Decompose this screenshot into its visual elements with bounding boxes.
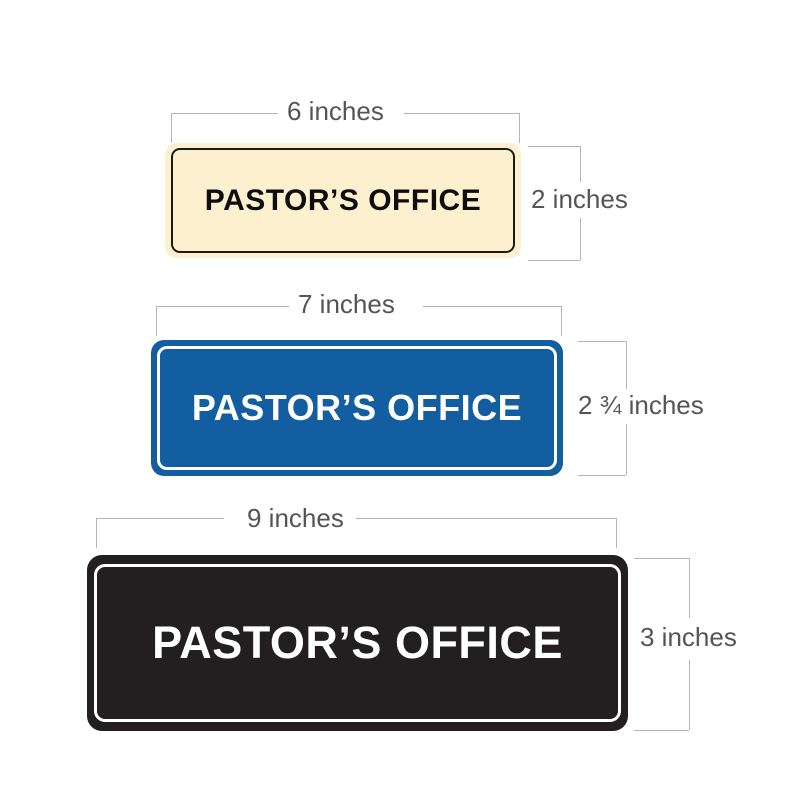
height-dimension-bottom-tick [528,260,580,261]
height-dimension-bottom-tick [634,730,689,731]
width-label: 7 inches [298,289,395,319]
width-dimension-right-tick [616,518,617,548]
width-dimension-line-left [156,306,289,307]
sign-plate-cream: PASTOR’S OFFICE [165,143,521,258]
width-dimension-line-left [96,518,224,519]
height-dimension-line-bottom [626,424,627,475]
height-dimension-top-tick [634,558,689,559]
width-dimension-line-left [171,113,278,114]
width-dimension-line-right [423,306,561,307]
height-dimension-line-top [580,146,581,182]
width-label: 6 inches [287,96,384,126]
height-label: 2 inches [531,184,628,214]
sign-inner-border: PASTOR’S OFFICE [94,564,621,722]
height-dimension-top-tick [578,341,626,342]
sign-inner-border: PASTOR’S OFFICE [171,148,515,253]
width-dimension-line-right [356,518,616,519]
sign-plate-black: PASTOR’S OFFICE [87,555,628,731]
height-label: 3 inches [640,622,737,652]
height-dimension-top-tick [528,146,580,147]
width-dimension-left-tick [171,113,172,143]
width-dimension-right-tick [561,306,562,336]
height-label: 2 ¾ inches [578,390,704,420]
width-label: 9 inches [247,503,344,533]
height-dimension-line-top [689,558,690,618]
sign-text: PASTOR’S OFFICE [152,617,563,668]
height-dimension-bottom-tick [578,475,626,476]
width-dimension-right-tick [519,113,520,143]
height-dimension-line-bottom [689,660,690,730]
sign-text: PASTOR’S OFFICE [204,183,482,217]
height-dimension-line-top [626,341,627,389]
width-dimension-line-right [404,113,519,114]
height-dimension-line-bottom [580,218,581,260]
sign-text: PASTOR’S OFFICE [191,387,523,428]
width-dimension-left-tick [156,306,157,336]
sign-inner-border: PASTOR’S OFFICE [157,346,557,470]
width-dimension-left-tick [96,518,97,548]
sign-plate-blue: PASTOR’S OFFICE [151,340,563,476]
